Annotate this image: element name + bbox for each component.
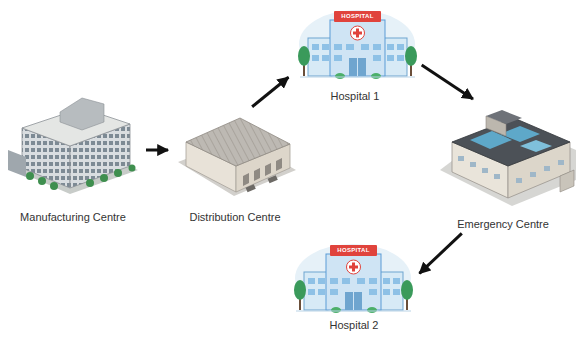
flow-arrow	[252, 77, 288, 106]
facility-label: Hospital 1	[329, 90, 382, 104]
flow-arrow	[422, 65, 473, 99]
facility-label: Distribution Centre	[187, 211, 282, 225]
flow-arrow	[146, 149, 168, 152]
facility-node: Manufacturing Centre	[2, 100, 144, 225]
hospital-illustration	[298, 10, 417, 79]
facility-label: Emergency Centre	[455, 218, 551, 232]
facility-label: Manufacturing Centre	[18, 211, 128, 225]
sign-label: HOSPITAL	[330, 245, 377, 256]
flow-arrow	[419, 233, 461, 273]
sign-label: HOSPITAL	[334, 11, 381, 22]
hospital-illustration	[294, 244, 413, 313]
facility-node: Distribution Centre	[170, 108, 300, 225]
warehouse-illustration	[178, 118, 296, 196]
facility-node: Emergency Centre	[432, 100, 574, 232]
facility-label: Hospital 2	[328, 319, 381, 333]
emergency-centre-illustration	[440, 110, 576, 206]
manufacturing-illustration	[8, 98, 138, 194]
